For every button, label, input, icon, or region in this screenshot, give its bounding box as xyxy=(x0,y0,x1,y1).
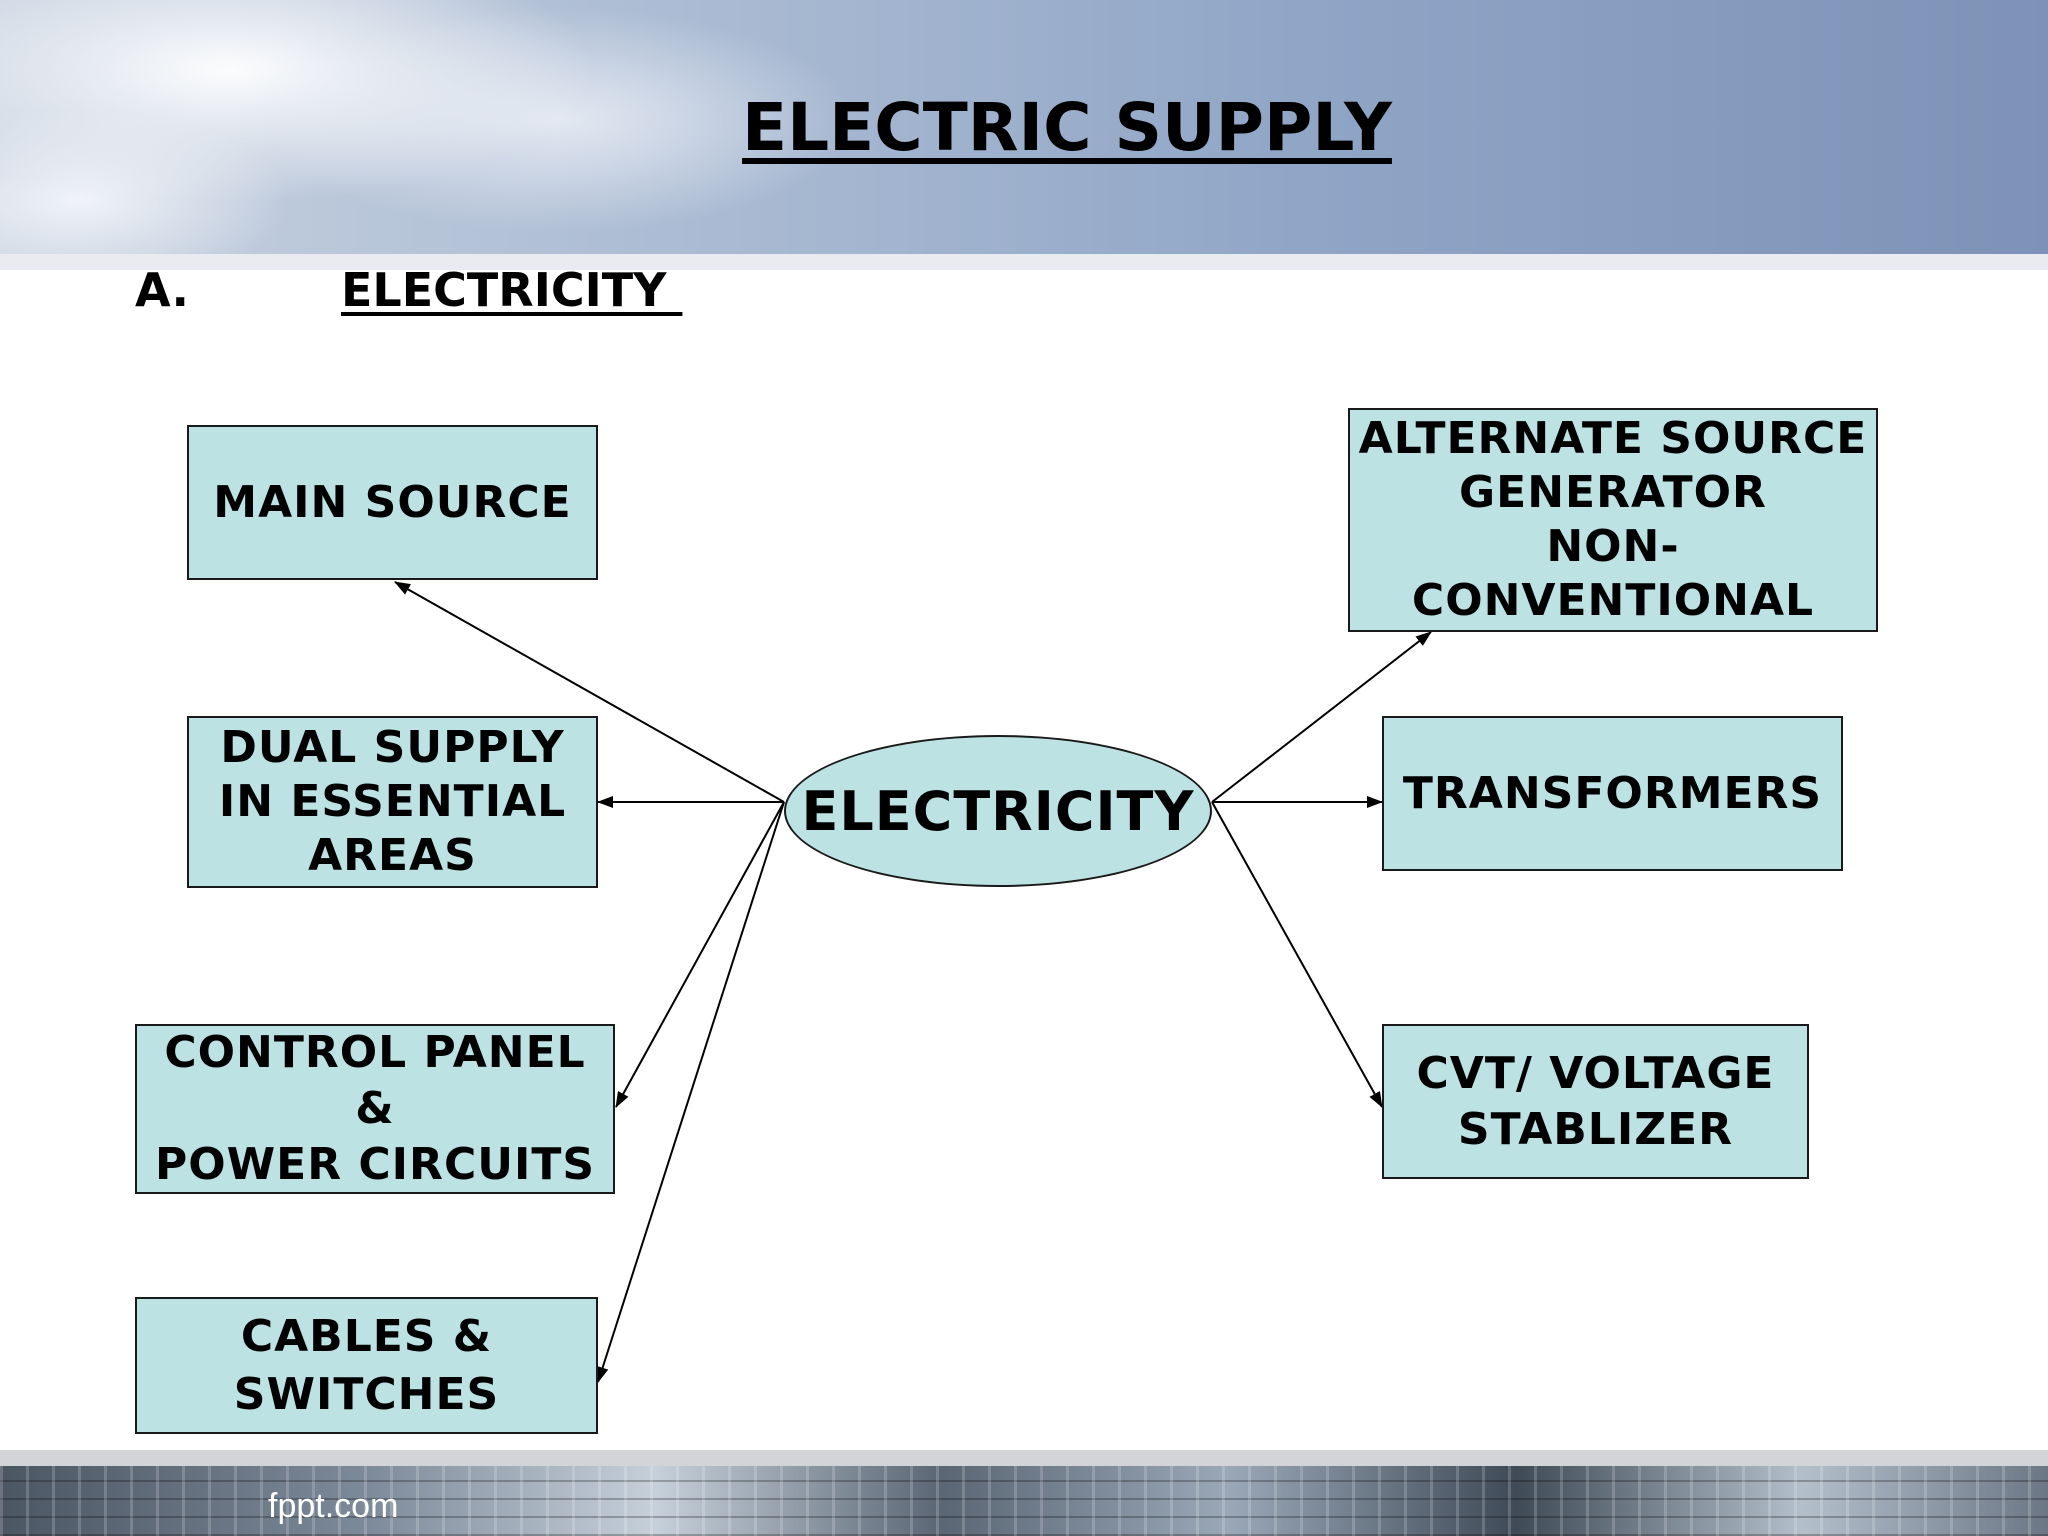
arrow-to-control-panel xyxy=(615,801,785,1108)
node-cables-switches: CABLES & SWITCHES xyxy=(135,1297,598,1434)
section-title: ELECTRICITY xyxy=(341,263,683,317)
node-dual-supply: DUAL SUPPLY IN ESSENTIAL AREAS xyxy=(187,716,598,888)
node-transformers: TRANSFORMERS xyxy=(1382,716,1843,871)
node-alternate-source: ALTERNATE SOURCE GENERATOR NON- CONVENTI… xyxy=(1348,408,1878,632)
footer-brand: fppt.com xyxy=(268,1487,399,1525)
header-divider xyxy=(0,254,2048,270)
slide-title: ELECTRIC SUPPLY xyxy=(742,89,1392,166)
arrow-to-main-source xyxy=(394,581,785,803)
node-cvt-stabilizer: CVT/ VOLTAGE STABLIZER xyxy=(1382,1024,1809,1179)
arrow-to-cables-switches xyxy=(596,801,785,1383)
arrow-to-alternate-source xyxy=(1211,631,1432,803)
node-control-panel: CONTROL PANEL & POWER CIRCUITS xyxy=(135,1024,615,1194)
center-node-electricity: ELECTRICITY xyxy=(784,735,1212,887)
header-sky-banner xyxy=(0,0,2048,254)
section-letter: A. xyxy=(135,263,189,317)
node-main-source: MAIN SOURCE xyxy=(187,425,598,580)
arrow-to-cvt-stabilizer xyxy=(1211,801,1383,1108)
footer-building-banner xyxy=(0,1466,2048,1536)
footer-divider xyxy=(0,1450,2048,1466)
